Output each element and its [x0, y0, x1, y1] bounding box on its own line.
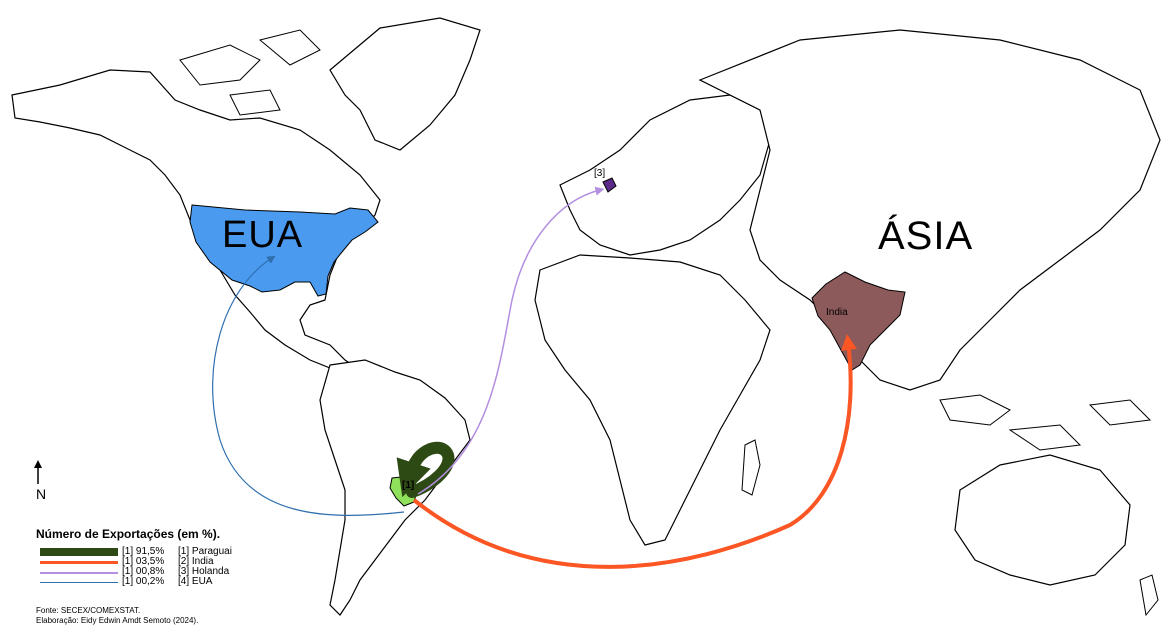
- legend-country: [3] Holanda: [178, 566, 230, 577]
- africa-landmass: [534, 254, 771, 546]
- india-region: [811, 271, 906, 371]
- legend: Número de Exportações (em %). [1] 91,5% …: [36, 527, 336, 587]
- legend-percentage: [1] 00,8%: [122, 566, 165, 577]
- north-label: N: [36, 486, 47, 502]
- madagascar-landmass: [741, 439, 761, 496]
- legend-item: [1] 03,5% [2] India: [36, 557, 336, 567]
- europe-landmass: [559, 94, 771, 256]
- credit-line: Elaboração: Eidy Edwin Amdt Semoto (2024…: [36, 616, 199, 625]
- legend-title: Número de Exportações (em %).: [36, 527, 221, 541]
- southeast-asia-islands: [939, 394, 1152, 451]
- legend-swatch: [40, 548, 118, 556]
- legend-swatch: [40, 572, 118, 574]
- label-eua: EUA: [222, 214, 304, 256]
- label-asia: ÁSIA: [878, 214, 974, 258]
- legend-item: [1] 91,5% [1] Paraguai: [36, 547, 336, 557]
- legend-swatch: [40, 582, 118, 583]
- legend-swatch: [40, 561, 118, 564]
- arctic-islands: [179, 29, 321, 116]
- legend-item: [1] 00,2% [4] EUA: [36, 577, 336, 587]
- legend-item: [1] 00,8% [3] Holanda: [36, 567, 336, 577]
- legend-percentage: [1] 91,5%: [122, 546, 165, 557]
- label-india: India: [826, 307, 848, 318]
- asia-landmass: [698, 29, 1161, 391]
- new-zealand-landmass: [1139, 574, 1159, 617]
- australia-landmass: [954, 454, 1131, 586]
- north-arrow-icon: [34, 460, 42, 484]
- legend-percentage: [1] 03,5%: [122, 556, 165, 567]
- label-paraguai-index: [1]: [402, 480, 415, 491]
- label-holanda-index: [3]: [594, 168, 606, 179]
- legend-country: [1] Paraguai: [178, 546, 232, 557]
- legend-country: [2] India: [178, 556, 214, 567]
- flow-holanda: [417, 186, 605, 495]
- flow-eua: [212, 255, 405, 516]
- source-credit: Fonte: SECEX/COMEXSTAT. Elaboração: Eidy…: [36, 606, 198, 626]
- flow-india: [412, 334, 857, 569]
- greenland-landmass: [329, 17, 481, 151]
- netherlands-region: [602, 177, 617, 193]
- legend-percentage: [1] 00,2%: [122, 576, 165, 587]
- usa-region: [189, 204, 379, 297]
- legend-country: [4] EUA: [178, 576, 213, 587]
- flow-paraguai: [396, 441, 455, 498]
- source-line: Fonte: SECEX/COMEXSTAT.: [36, 606, 141, 615]
